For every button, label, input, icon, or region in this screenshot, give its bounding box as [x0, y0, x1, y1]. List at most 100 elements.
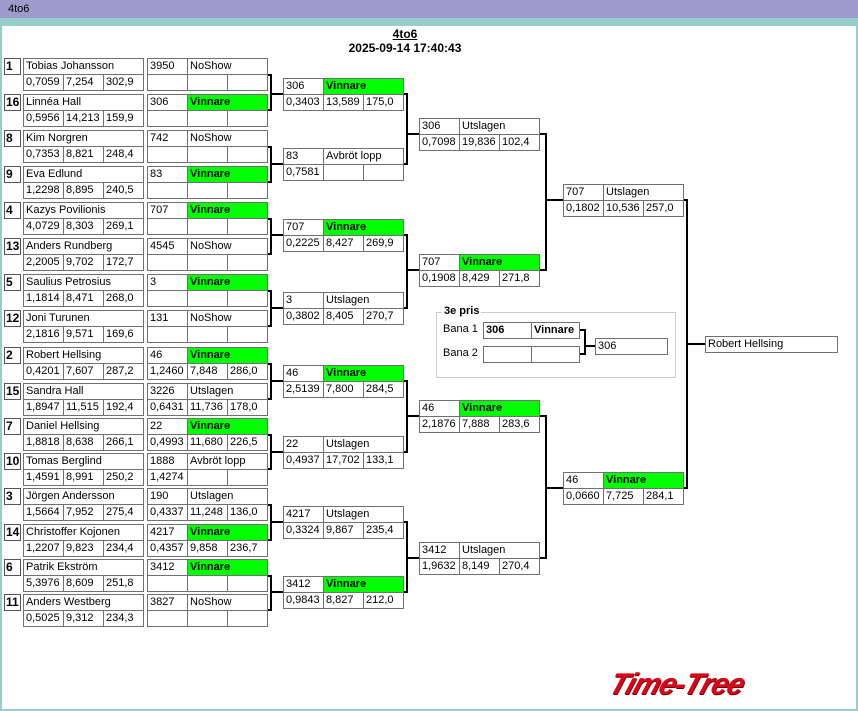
race-id[interactable]: 3	[147, 274, 188, 291]
round2-race-id[interactable]: 22	[283, 436, 324, 453]
final-winner: Robert Hellsing	[705, 336, 838, 353]
seed-number: 5	[4, 274, 21, 291]
race-id[interactable]: 3827	[147, 594, 188, 611]
round2-race-status: Avbröt lopp	[323, 148, 404, 165]
connector	[540, 133, 547, 135]
competitor-name[interactable]: Patrik Ekström	[23, 559, 144, 576]
race-stat	[227, 182, 268, 199]
competitor-name[interactable]: Joni Turunen	[23, 310, 144, 327]
race-id[interactable]: 707	[147, 202, 188, 219]
round2-race-stat: 0,9843	[283, 592, 324, 609]
race-stat	[227, 610, 268, 627]
seed-number: 15	[4, 383, 21, 400]
round2-race-id[interactable]: 83	[283, 148, 324, 165]
competitor-name[interactable]: Saulius Petrosius	[23, 274, 144, 291]
race-id[interactable]: 46	[147, 347, 188, 364]
round2-race-stat: 8,405	[323, 308, 364, 325]
competitor-name[interactable]: Robert Hellsing	[23, 347, 144, 364]
race-id[interactable]: 742	[147, 130, 188, 147]
race-id[interactable]: 22	[147, 418, 188, 435]
competitor-stat: 1,8947	[23, 399, 64, 416]
competitor-name[interactable]: Daniel Hellsing	[23, 418, 144, 435]
race-id[interactable]: 306	[147, 94, 188, 111]
race-stat	[187, 290, 228, 307]
round2-race-id[interactable]: 4217	[283, 506, 324, 523]
competitor-name[interactable]: Anders Westberg	[23, 594, 144, 611]
competitor-stat: 8,991	[63, 469, 104, 486]
race-id[interactable]: 190	[147, 488, 188, 505]
competitor-stat: 250,2	[103, 469, 144, 486]
competitor-name[interactable]: Sandra Hall	[23, 383, 144, 400]
round2-race-id[interactable]: 46	[283, 365, 324, 382]
race-stat	[187, 146, 228, 163]
competitor-name[interactable]: Christoffer Kojonen	[23, 524, 144, 541]
lane-2-id[interactable]	[483, 346, 532, 363]
race-status: NoShow	[187, 594, 268, 611]
lane-2-status	[531, 346, 580, 363]
connector	[540, 557, 547, 559]
round2-race-id[interactable]: 306	[283, 78, 324, 95]
competitor-stat: 8,609	[63, 575, 104, 592]
round3-race-stat: 283,6	[499, 416, 540, 433]
window-title: 4to6	[8, 3, 30, 15]
round3-race-id[interactable]: 306	[419, 118, 460, 135]
competitor-stat: 14,213	[63, 110, 104, 127]
seed-number: 16	[4, 94, 21, 111]
race-stat: 0,4357	[147, 540, 188, 557]
competitor-name[interactable]: Tobias Johansson	[23, 58, 144, 75]
race-status: NoShow	[187, 58, 268, 75]
round2-race-stat	[363, 164, 404, 181]
round3-race-stat: 8,149	[459, 558, 500, 575]
race-status: Utslagen	[187, 488, 268, 505]
competitor-stat: 8,303	[63, 218, 104, 235]
competitor-stat: 9,312	[63, 610, 104, 627]
round4-race-id[interactable]: 46	[563, 472, 604, 489]
race-id[interactable]: 3950	[147, 58, 188, 75]
competitor-name[interactable]: Kazys Povilionis	[23, 202, 144, 219]
connector	[406, 557, 419, 559]
race-id[interactable]: 83	[147, 166, 188, 183]
race-stat	[147, 74, 188, 91]
connector	[686, 343, 705, 345]
lane-1-id[interactable]: 306	[483, 322, 532, 339]
race-stat	[227, 110, 268, 127]
round2-race-id[interactable]: 707	[283, 219, 324, 236]
competitor-name[interactable]: Tomas Berglind	[23, 453, 144, 470]
round3-race-stat: 2,1876	[419, 416, 460, 433]
round4-race-id[interactable]: 707	[563, 184, 604, 201]
round3-race-id[interactable]: 46	[419, 400, 460, 417]
round2-race-id[interactable]: 3412	[283, 576, 324, 593]
race-status: Avbröt lopp	[187, 453, 268, 470]
competitor-name[interactable]: Eva Edlund	[23, 166, 144, 183]
lane-1-status: Vinnare	[531, 322, 580, 339]
race-id[interactable]: 4545	[147, 238, 188, 255]
round2-race-status: Vinnare	[323, 219, 404, 236]
race-status: Vinnare	[187, 166, 268, 183]
competitor-name[interactable]: Anders Rundberg	[23, 238, 144, 255]
round2-race-stat: 284,5	[363, 381, 404, 398]
race-stat	[187, 254, 228, 271]
race-id[interactable]: 3226	[147, 383, 188, 400]
race-stat	[147, 110, 188, 127]
connector	[580, 353, 585, 355]
connector	[270, 163, 283, 165]
race-id[interactable]: 131	[147, 310, 188, 327]
competitor-name[interactable]: Kim Norgren	[23, 130, 144, 147]
race-id[interactable]: 4217	[147, 524, 188, 541]
race-stat	[227, 469, 268, 486]
round2-race-stat: 9,867	[323, 522, 364, 539]
round3-race-id[interactable]: 3412	[419, 542, 460, 559]
competitor-name[interactable]: Linnéa Hall	[23, 94, 144, 111]
round3-race-id[interactable]: 707	[419, 254, 460, 271]
third-prize-result: 306	[595, 338, 668, 355]
seed-number: 10	[4, 453, 21, 470]
round2-race-id[interactable]: 3	[283, 292, 324, 309]
race-id[interactable]: 3412	[147, 559, 188, 576]
connector	[545, 133, 547, 271]
race-stat	[187, 182, 228, 199]
competitor-name[interactable]: Jörgen Andersson	[23, 488, 144, 505]
competitor-stat: 1,8818	[23, 434, 64, 451]
connector	[270, 234, 283, 236]
competitor-stat: 302,9	[103, 74, 144, 91]
race-id[interactable]: 1888	[147, 453, 188, 470]
